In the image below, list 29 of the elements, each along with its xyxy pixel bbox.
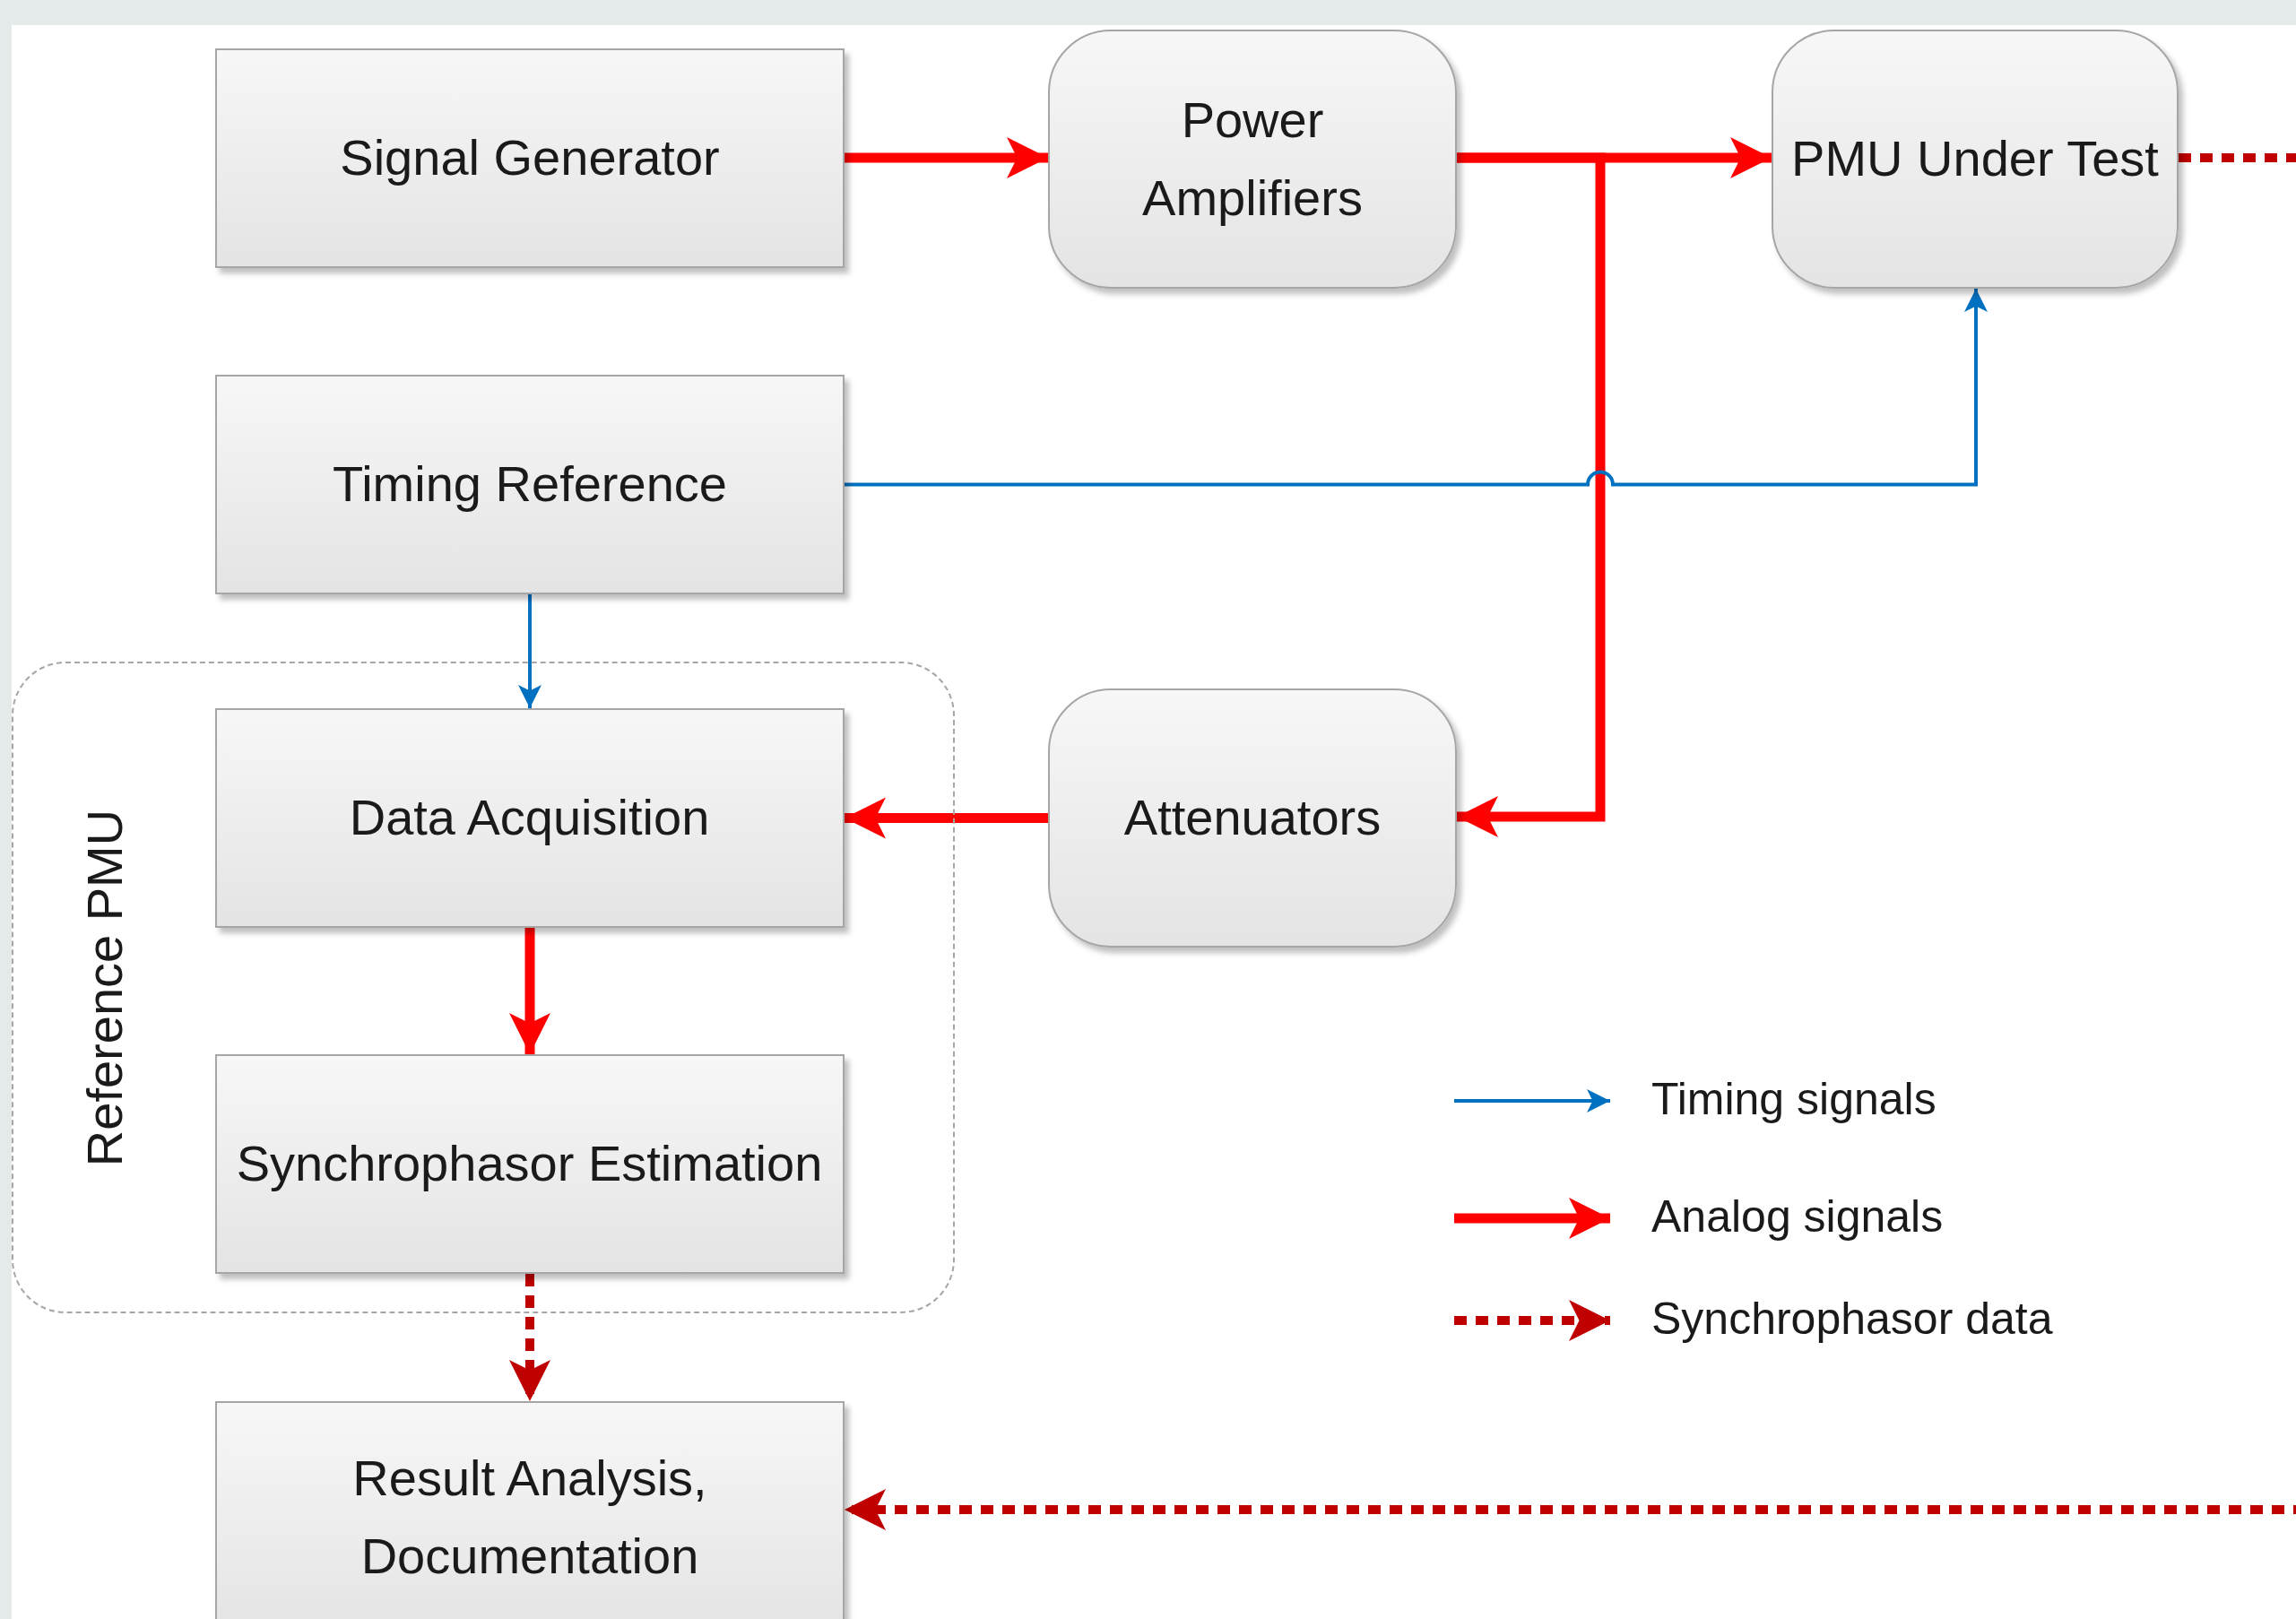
- arrow: [509, 1274, 550, 1401]
- dashed-group-frame: [12, 662, 955, 1313]
- box-label: PMU Under Test: [1790, 129, 2160, 189]
- arrow: [518, 594, 542, 708]
- box-label: Attenuators: [1122, 788, 1382, 848]
- rounded-box: [1048, 688, 1457, 948]
- arrow: [845, 797, 1048, 839]
- legend-label: Timing signals: [1651, 1073, 1936, 1125]
- box-label: Power Amplifiers: [1141, 90, 1364, 228]
- rounded-box: [1048, 30, 1457, 289]
- box-label: Signal Generator: [339, 128, 721, 188]
- process-box: [214, 1053, 845, 1274]
- arrow: [845, 289, 1988, 487]
- process-box: [214, 707, 845, 928]
- arrow: [845, 137, 1048, 178]
- box-label: Result Analysis, Documentation: [351, 1449, 708, 1586]
- legend-label: Analog signals: [1651, 1190, 1944, 1242]
- box-label: Synchrophasor Estimation: [235, 1133, 824, 1193]
- legend-label: Synchrophasor data: [1651, 1293, 2053, 1345]
- rounded-box: [1772, 30, 2179, 289]
- arrow: [1457, 152, 1606, 837]
- group-title: Reference PMU: [74, 809, 134, 1166]
- box-label: Data Acquisition: [348, 787, 711, 847]
- process-box: [215, 48, 845, 268]
- arrow: [509, 928, 550, 1054]
- process-box: [215, 1401, 845, 1619]
- box-label: Timing Reference: [332, 455, 728, 515]
- process-box: [215, 375, 845, 594]
- arrow: [845, 153, 2296, 1530]
